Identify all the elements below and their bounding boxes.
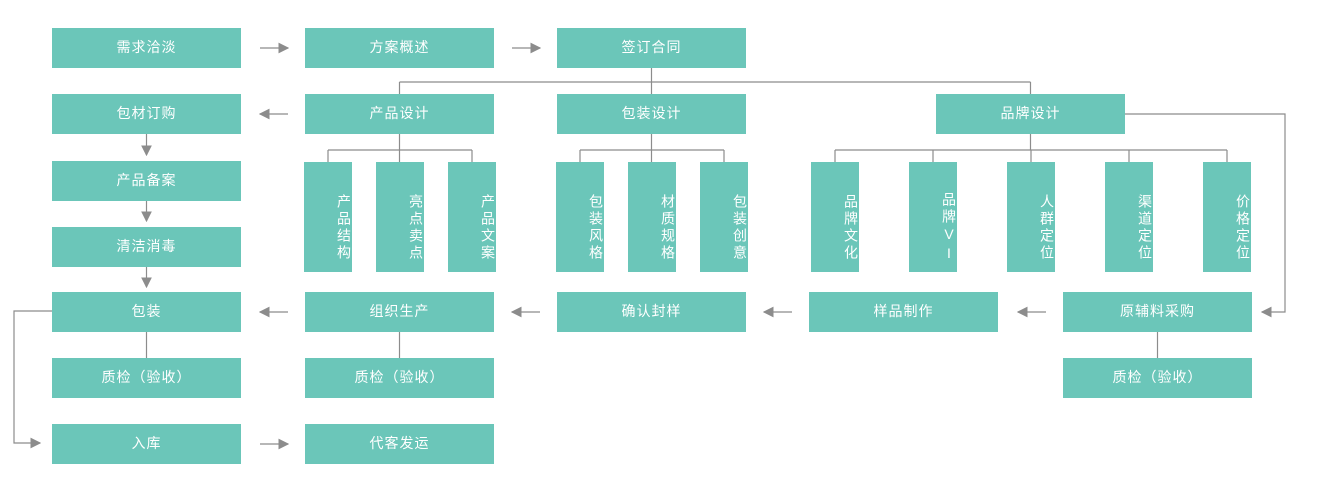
flow-node-n12[interactable]: 确认封样 bbox=[557, 292, 746, 332]
flow-node-n3[interactable]: 签订合同 bbox=[557, 28, 746, 68]
flow-node-n4[interactable]: 包材订购 bbox=[52, 94, 241, 134]
flow-node-v6[interactable]: 包装创意 bbox=[700, 162, 748, 272]
flow-node-v4[interactable]: 包装风格 bbox=[556, 162, 604, 272]
flow-node-n1[interactable]: 需求洽淡 bbox=[52, 28, 241, 68]
flow-node-n6[interactable]: 包装设计 bbox=[557, 94, 746, 134]
flow-node-n13[interactable]: 样品制作 bbox=[809, 292, 998, 332]
flow-node-v2[interactable]: 亮点卖点 bbox=[376, 162, 424, 272]
flow-node-v7[interactable]: 品牌文化 bbox=[811, 162, 859, 272]
flow-node-v11[interactable]: 价格定位 bbox=[1203, 162, 1251, 272]
flow-node-v5[interactable]: 材质规格 bbox=[628, 162, 676, 272]
flow-node-n9[interactable]: 清洁消毒 bbox=[52, 227, 241, 267]
flow-node-n18[interactable]: 入库 bbox=[52, 424, 241, 464]
flow-node-v10[interactable]: 渠道定位 bbox=[1105, 162, 1153, 272]
connector-brand-design-bus bbox=[834, 134, 1228, 162]
connector-contract-bus bbox=[398, 68, 1032, 94]
flow-node-n7[interactable]: 品牌设计 bbox=[936, 94, 1125, 134]
connector-package-design-bus bbox=[579, 134, 725, 162]
flow-node-v9[interactable]: 人群定位 bbox=[1007, 162, 1055, 272]
flow-node-v8[interactable]: 品牌VI bbox=[909, 162, 957, 272]
flow-node-n14[interactable]: 原辅料采购 bbox=[1063, 292, 1252, 332]
flow-node-n8[interactable]: 产品备案 bbox=[52, 161, 241, 201]
flow-node-v1[interactable]: 产品结构 bbox=[304, 162, 352, 272]
flow-node-n2[interactable]: 方案概述 bbox=[305, 28, 494, 68]
flow-node-n19[interactable]: 代客发运 bbox=[305, 424, 494, 464]
flow-node-n5[interactable]: 产品设计 bbox=[305, 94, 494, 134]
connector-product-design-bus bbox=[327, 134, 473, 162]
flow-node-v3[interactable]: 产品文案 bbox=[448, 162, 496, 272]
arrow-packing-to-warehouse bbox=[13, 310, 52, 449]
flow-node-n17[interactable]: 质检（验收） bbox=[1063, 358, 1252, 398]
flow-node-n10[interactable]: 包装 bbox=[52, 292, 241, 332]
flow-node-n15[interactable]: 质检（验收） bbox=[52, 358, 241, 398]
flow-node-n11[interactable]: 组织生产 bbox=[305, 292, 494, 332]
flow-node-n16[interactable]: 质检（验收） bbox=[305, 358, 494, 398]
